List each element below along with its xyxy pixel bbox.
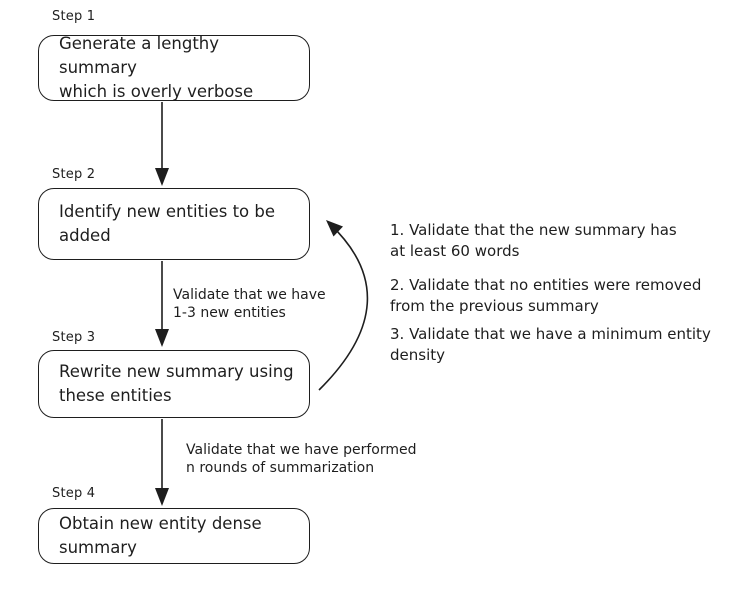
arrow-step3-step4	[155, 419, 169, 506]
step3-label: Step 3	[52, 330, 96, 345]
loop-arrow-step3-step2	[318, 220, 369, 391]
step4-text: Obtain new entity dense summary	[59, 514, 262, 557]
step2-text: Identify new entities to be added	[59, 202, 276, 245]
step2-node: Identify new entities to be added	[38, 188, 310, 260]
step4-node: Obtain new entity dense summary	[38, 508, 310, 564]
step1-node: Generate a lengthy summary which is over…	[38, 34, 310, 101]
step2-label: Step 2	[52, 167, 96, 182]
edge-label-n-rounds: Validate that we have performed n rounds…	[186, 442, 417, 476]
loop-annotation-2: 2. Validate that no entities were remove…	[390, 276, 702, 315]
step1-label: Step 1	[52, 9, 96, 24]
step4-label: Step 4	[52, 486, 96, 501]
step3-node: Rewrite new summary using these entities	[38, 350, 310, 418]
arrow-step1-step2	[155, 102, 169, 186]
arrow-step2-step3	[155, 261, 169, 347]
loop-annotation-1: 1. Validate that the new summary has at …	[390, 221, 677, 260]
step3-text: Rewrite new summary using these entities	[59, 362, 294, 405]
edge-label-new-entities: Validate that we have 1-3 new entities	[173, 287, 326, 321]
step1-text: Generate a lengthy summary which is over…	[59, 34, 254, 101]
loop-annotation-3: 3. Validate that we have a minimum entit…	[390, 325, 711, 364]
